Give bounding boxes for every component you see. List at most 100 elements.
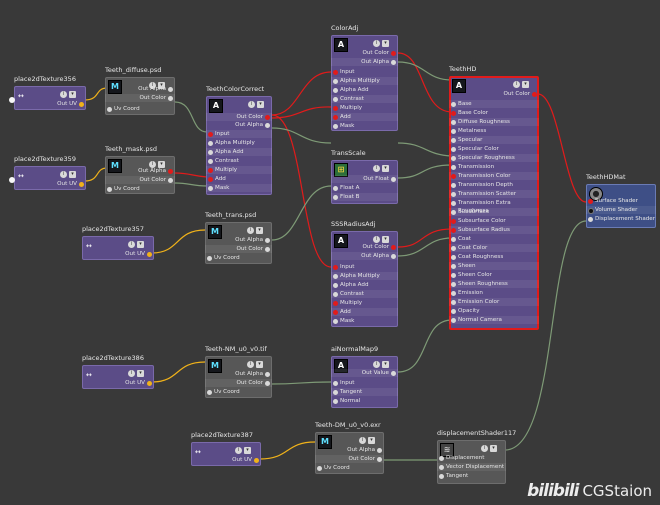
- port[interactable]: [265, 122, 270, 128]
- port[interactable]: [107, 106, 112, 112]
- place2dtexture356-node[interactable]: place2dTexture356 ↔ i▾ Out UV: [14, 75, 86, 110]
- info-icon[interactable]: i: [60, 171, 67, 178]
- port[interactable]: [333, 282, 338, 288]
- info-icon[interactable]: i: [373, 40, 380, 47]
- info-icon[interactable]: i: [128, 241, 135, 248]
- port[interactable]: [333, 291, 338, 297]
- port[interactable]: [333, 87, 338, 93]
- place2dtexture359-node[interactable]: place2dTexture359 ↔ i▾ Out UV: [14, 155, 86, 190]
- port[interactable]: [451, 254, 456, 260]
- port[interactable]: [451, 137, 456, 143]
- port[interactable]: [391, 59, 396, 65]
- teethhdmat-shading-group-node[interactable]: TeethHDMat ● Surface Shader Volume Shade…: [586, 173, 656, 228]
- port[interactable]: [208, 176, 213, 182]
- port[interactable]: [451, 209, 456, 215]
- port[interactable]: [207, 389, 212, 395]
- port[interactable]: [439, 464, 444, 470]
- place2dtexture387-node[interactable]: place2dTexture387 ↔ i▾ Out UV: [191, 431, 261, 466]
- coloradj-node[interactable]: ColorAdj A i▾ Out Color Out Alpha Input …: [331, 24, 398, 131]
- expand-icon[interactable]: ▾: [69, 171, 76, 178]
- port[interactable]: [532, 91, 537, 97]
- port[interactable]: [451, 155, 456, 161]
- port[interactable]: [265, 371, 270, 377]
- port[interactable]: [333, 69, 338, 75]
- port[interactable]: [333, 398, 338, 404]
- expand-icon[interactable]: ▾: [137, 370, 144, 377]
- expand-icon[interactable]: ▾: [382, 236, 389, 243]
- port[interactable]: [317, 465, 322, 471]
- expand-icon[interactable]: ▾: [158, 82, 165, 89]
- expand-icon[interactable]: ▾: [244, 447, 251, 454]
- port[interactable]: [333, 309, 338, 315]
- port[interactable]: [333, 105, 338, 111]
- port[interactable]: [391, 253, 396, 259]
- port[interactable]: [208, 158, 213, 164]
- port[interactable]: [451, 281, 456, 287]
- expand-icon[interactable]: ▾: [137, 241, 144, 248]
- place2dtexture386-node[interactable]: place2dTexture386 ↔ i▾ Out UV: [82, 354, 154, 389]
- port[interactable]: [451, 200, 456, 206]
- port[interactable]: [208, 167, 213, 173]
- port[interactable]: [451, 227, 456, 233]
- place2dtexture357-node[interactable]: place2dTexture357 ↔ i▾ Out UV: [82, 225, 154, 260]
- file-node-teeth-nm[interactable]: Teeth-NM_u0_v0.tif M i▾ Out Alpha Out Co…: [205, 345, 272, 398]
- port[interactable]: [265, 246, 270, 252]
- info-icon[interactable]: i: [247, 227, 254, 234]
- port[interactable]: [333, 194, 338, 200]
- info-icon[interactable]: i: [247, 361, 254, 368]
- port[interactable]: [451, 290, 456, 296]
- port[interactable]: [588, 216, 593, 222]
- info-icon[interactable]: i: [235, 447, 242, 454]
- port[interactable]: [265, 114, 270, 120]
- displacementshader-node[interactable]: displacementShader117 ≋ i▾ Displacement …: [437, 429, 516, 484]
- expand-icon[interactable]: ▾: [257, 101, 264, 108]
- info-icon[interactable]: i: [513, 81, 520, 88]
- port[interactable]: [333, 380, 338, 386]
- port[interactable]: [333, 389, 338, 395]
- port[interactable]: [265, 237, 270, 243]
- file-node-teeth-dm[interactable]: Teeth-DM_u0_v0.exr M i▾ Out Alpha Out Co…: [315, 421, 384, 474]
- expand-icon[interactable]: ▾: [158, 161, 165, 168]
- info-icon[interactable]: i: [128, 370, 135, 377]
- expand-icon[interactable]: ▾: [522, 81, 529, 88]
- port[interactable]: [168, 95, 173, 101]
- port[interactable]: [333, 123, 338, 129]
- ainormalmap-node[interactable]: aiNormalMap9 A i▾ Out Value Input Tangen…: [331, 345, 398, 408]
- expand-icon[interactable]: ▾: [382, 40, 389, 47]
- port[interactable]: [451, 182, 456, 188]
- port[interactable]: [439, 473, 444, 479]
- expand-icon[interactable]: ▾: [382, 165, 389, 172]
- info-icon[interactable]: i: [149, 161, 156, 168]
- port[interactable]: [333, 78, 338, 84]
- expand-icon[interactable]: ▾: [256, 227, 263, 234]
- port[interactable]: [333, 114, 338, 120]
- transscale-node[interactable]: TransScale ⊞ i▾ Out Float Float A Float …: [331, 149, 398, 204]
- port[interactable]: [451, 110, 456, 116]
- port[interactable]: [451, 245, 456, 251]
- port[interactable]: [588, 207, 594, 214]
- connector-dot[interactable]: [9, 97, 15, 103]
- port[interactable]: [168, 168, 173, 174]
- out-uv-port[interactable]: [147, 251, 152, 257]
- port[interactable]: [451, 191, 456, 197]
- out-uv-port[interactable]: [147, 380, 152, 386]
- out-uv-port[interactable]: [79, 101, 84, 107]
- port[interactable]: [451, 128, 456, 134]
- port[interactable]: [451, 164, 456, 170]
- connector-dot[interactable]: [9, 177, 15, 183]
- port[interactable]: [107, 186, 112, 192]
- expand-icon[interactable]: ▾: [490, 445, 497, 452]
- port[interactable]: [391, 176, 396, 182]
- port[interactable]: [168, 86, 173, 92]
- port[interactable]: [451, 317, 456, 323]
- port[interactable]: [451, 236, 456, 242]
- port[interactable]: [391, 370, 396, 376]
- port[interactable]: [391, 244, 396, 250]
- port[interactable]: [451, 146, 456, 152]
- port[interactable]: [333, 318, 338, 324]
- port[interactable]: [451, 308, 456, 314]
- port[interactable]: [333, 264, 338, 270]
- out-uv-port[interactable]: [254, 457, 259, 463]
